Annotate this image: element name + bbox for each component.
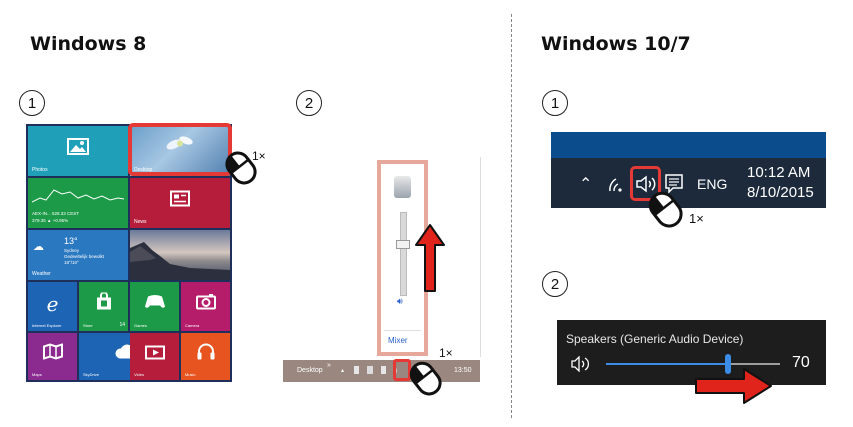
photo-icon <box>67 137 89 160</box>
volume-slider-fill <box>606 363 728 365</box>
desktop-edge-line <box>480 157 481 357</box>
gamepad-icon <box>144 294 166 315</box>
tile-weather[interactable]: ☁ 13° Sydney Gedeeltelijk bewolkt 18°/10… <box>28 230 128 280</box>
tile-label: Store <box>83 323 93 328</box>
weather-city: Sydney <box>64 248 80 253</box>
cloud-icon: ☁ <box>33 241 44 253</box>
tile-label: Maps <box>32 372 42 377</box>
volume-value: 70 <box>792 354 810 371</box>
click-count-label: 1× <box>252 149 266 163</box>
tile-maps[interactable]: Maps <box>28 333 77 380</box>
tile-label: Camera <box>185 323 200 328</box>
click-count-label: 1× <box>439 346 453 360</box>
step-1-win8: 1 <box>19 90 45 116</box>
tile-label: Desktop <box>134 167 153 173</box>
weather-desc: Gedeeltelijk bewolkt <box>64 254 105 259</box>
volume-slider-thumb[interactable] <box>396 240 410 249</box>
headphones-icon <box>196 343 216 366</box>
tile-label: Music <box>185 372 196 377</box>
tray-volume-icon[interactable]: 🔈︎ <box>394 366 399 375</box>
wifi-icon[interactable] <box>608 177 626 193</box>
tile-internet-explorer[interactable]: e Internet Explorer <box>28 282 77 331</box>
weather-range: 18°/10° <box>64 260 79 265</box>
store-bag-icon <box>95 291 113 316</box>
arrow-up-icon <box>415 224 445 292</box>
stock-chart-icon <box>32 189 124 203</box>
camera-icon <box>195 294 216 315</box>
stock-value: 379.35 ▲ +0.95% <box>32 218 69 223</box>
tile-finance[interactable]: AEX-IN... 528.33 CEST 379.35 ▲ +0.95% <box>28 178 128 228</box>
tile-label: SkyDrive <box>83 372 100 377</box>
speaker-icon[interactable]: 🔊︎ <box>397 296 403 306</box>
win8-taskbar: Desktop » ▴ 🔈︎ 13:50 <box>283 360 480 382</box>
step-2-win8: 2 <box>296 90 322 116</box>
tile-desktop[interactable]: Desktop <box>130 126 230 176</box>
speaker-mute-icon[interactable] <box>570 356 592 372</box>
heading-windows-10-7: Windows 10/7 <box>541 33 691 55</box>
tray-flag-icon[interactable] <box>354 366 359 374</box>
mixer-link[interactable]: Mixer <box>388 336 408 345</box>
audio-device-name[interactable]: Speakers (Generic Audio Device) <box>566 332 744 346</box>
beach-image <box>130 242 230 280</box>
arrow-right-icon <box>695 368 772 404</box>
weather-temp: 13° <box>64 236 78 246</box>
volume-slider-thumb[interactable] <box>724 354 731 374</box>
taskbar-chevron[interactable]: » <box>327 362 331 369</box>
tile-label: Photos <box>32 167 48 173</box>
clock-time[interactable]: 10:12 AM <box>747 164 811 181</box>
tile-label: Games <box>134 323 147 328</box>
ie-icon: e <box>46 292 59 317</box>
tile-photo-beach[interactable] <box>130 230 230 280</box>
speaker-icon-highlight <box>630 166 661 201</box>
volume-slider-track[interactable] <box>606 363 780 365</box>
tile-photos[interactable]: Photos <box>28 126 128 176</box>
taskbar-desktop-label: Desktop <box>297 367 323 374</box>
store-badge: 14 <box>119 322 125 328</box>
tray-network-icon[interactable] <box>367 366 373 374</box>
clock-date[interactable]: 8/10/2015 <box>747 184 814 201</box>
tile-store[interactable]: Store 14 <box>79 282 128 331</box>
speaker-device-icon <box>394 176 411 198</box>
chevron-up-icon[interactable]: ⌃ <box>579 176 593 193</box>
volume-slider-track[interactable] <box>400 212 407 296</box>
flower-icon <box>160 131 200 162</box>
input-language[interactable]: ENG <box>697 176 728 192</box>
win10-taskbar: ⌃ ENG 10:12 AM 8/10/2015 <box>551 132 826 208</box>
desktop-tile-highlight <box>128 123 232 176</box>
mouse-click-icon <box>225 151 257 185</box>
taskbar-clock: 13:50 <box>454 367 472 374</box>
tray-power-icon[interactable] <box>381 366 386 374</box>
map-icon <box>42 343 63 365</box>
popup-separator <box>384 330 421 331</box>
tile-label: Video <box>134 372 145 377</box>
tile-label: News <box>134 219 147 225</box>
click-count-label: 1× <box>689 211 704 226</box>
tile-label: Internet Explorer <box>32 323 62 328</box>
tile-music[interactable]: Music <box>181 333 230 380</box>
step-1-win10: 1 <box>542 90 568 116</box>
video-icon <box>144 344 165 365</box>
tray-overflow-icon[interactable]: ▴ <box>341 368 345 374</box>
win10-volume-popup: Speakers (Generic Audio Device) 70 <box>557 320 826 385</box>
tile-label: Weather <box>32 271 51 277</box>
mouse-click-icon <box>409 361 442 396</box>
tile-video[interactable]: Video <box>130 333 179 380</box>
tile-news[interactable]: News <box>130 178 230 228</box>
step-2-win10: 2 <box>542 271 568 297</box>
tile-camera[interactable]: Camera <box>181 282 230 331</box>
news-icon <box>170 190 190 211</box>
desktop-background-strip <box>551 132 826 158</box>
tile-games[interactable]: Games <box>130 282 179 331</box>
speaker-volume-icon[interactable] <box>635 175 659 193</box>
section-divider <box>511 14 512 418</box>
mouse-click-icon <box>648 191 683 228</box>
volume-icon-highlight <box>393 359 411 381</box>
action-center-icon[interactable] <box>665 174 683 194</box>
heading-windows-8: Windows 8 <box>30 33 147 55</box>
stock-name: AEX-IN... 528.33 CEST <box>32 211 80 216</box>
